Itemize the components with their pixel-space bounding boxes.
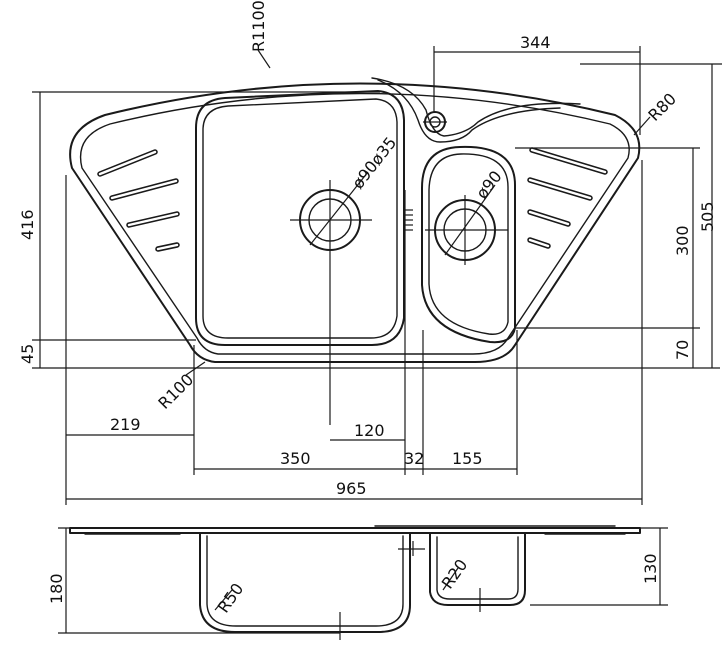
label-main-drain-diameters: ø90ø35 [348,133,400,192]
label-top-radius: R1100 [249,0,268,52]
small-bowl-outline [421,145,516,344]
overflow-channel-edge [371,77,581,137]
main-drain-diameter-leader [309,171,369,246]
label-overall-width: 965 [336,479,367,498]
right-drainer-slots [527,147,608,249]
left-drainer-slots [97,149,180,252]
section-rim [69,527,641,534]
label-main-drain-offset: 120 [354,421,385,440]
section-small-bowl [429,532,526,606]
plan-view [69,77,641,425]
main-bowl-inner [202,98,398,339]
small-drain-diameter-leader [444,184,496,256]
label-total-depth: 416 [18,209,37,240]
label-section-radius-small: R20 [438,556,472,593]
label-small-bowl-width: 155 [452,449,483,468]
label-bottom-radius: R100 [154,370,197,413]
divider-marker [405,209,413,231]
plan-dimension-lines [32,46,722,505]
section-large-bowl [199,532,411,633]
label-small-drain-diameter: ø90 [472,167,506,202]
label-main-bowl-width: 350 [280,449,311,468]
sink-outer-outline [69,82,641,363]
label-corner-radius: R80 [644,89,680,125]
label-small-bowl-depth: 300 [673,225,692,256]
label-section-small-depth: 130 [641,553,660,584]
label-divider-width: 32 [404,449,424,468]
label-bottom-offset-right: 70 [673,340,692,360]
label-section-height: 180 [47,573,66,604]
main-bowl-outline [195,90,405,346]
label-top-width: 344 [520,33,551,52]
small-bowl-inner [428,153,509,335]
label-bottom-offset-left: 45 [18,344,37,364]
label-section-radius-large: R50 [214,580,248,617]
label-right-depth: 505 [698,201,717,232]
overflow-channel [377,79,561,143]
section-view [58,525,668,640]
label-left-drainer: 219 [110,415,141,434]
sink-inner-outline [79,92,630,355]
